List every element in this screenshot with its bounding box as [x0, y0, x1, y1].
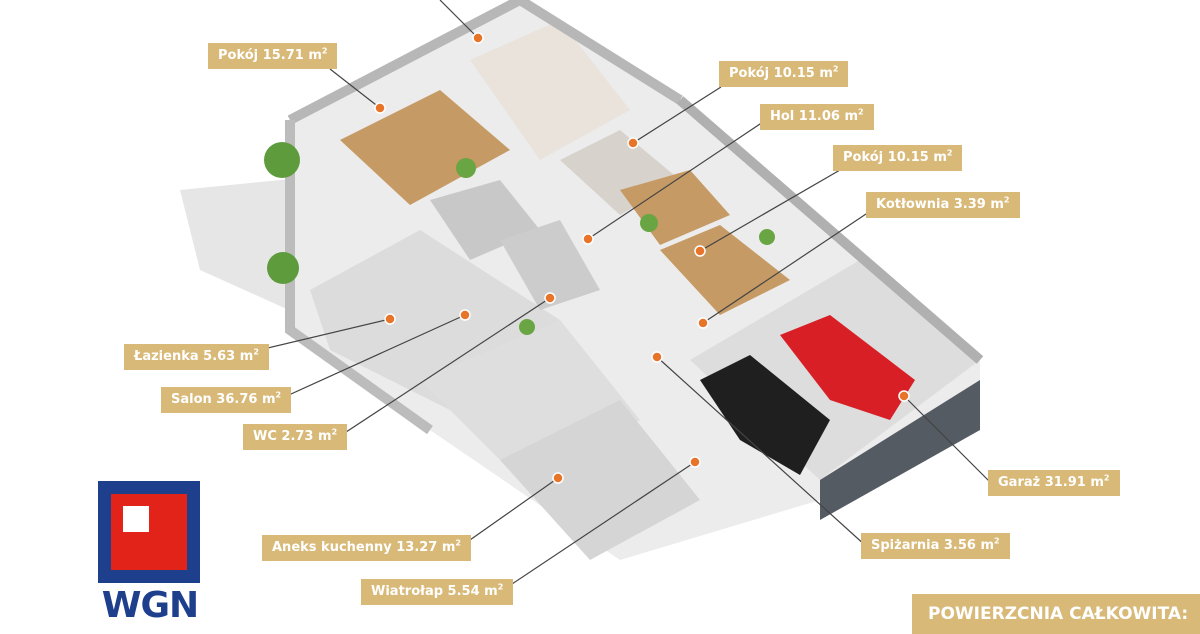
room-label-salon: Salon 36.76 m2: [161, 387, 292, 413]
room-label-wiatrolap: Wiatrołap 5.54 m2: [361, 579, 514, 605]
room-label-wc: WC 2.73 m2: [243, 424, 348, 450]
room-label-lazienka: Łazienka 5.63 m2: [124, 344, 269, 370]
room-label-hol: Hol 11.06 m2: [760, 104, 874, 130]
room-label-pokoj-1: Pokój 15.71 m2: [208, 43, 338, 69]
room-label-kotlownia: Kotłownia 3.39 m2: [866, 192, 1020, 218]
room-label-pokoj-3: Pokój 10.15 m2: [833, 145, 963, 171]
room-label-garaz: Garaż 31.91 m2: [988, 470, 1120, 496]
wgn-logo-text: WGN: [101, 585, 199, 626]
wgn-logo-icon: [98, 481, 200, 583]
room-label-aneks: Aneks kuchenny 13.27 m2: [262, 535, 471, 561]
room-label-pokoj-2: Pokój 10.15 m2: [719, 61, 849, 87]
room-label-spizarnia: Spiżarnia 3.56 m2: [861, 533, 1010, 559]
total-area-banner: POWIERZCNIA CAŁKOWITA:: [912, 594, 1200, 634]
